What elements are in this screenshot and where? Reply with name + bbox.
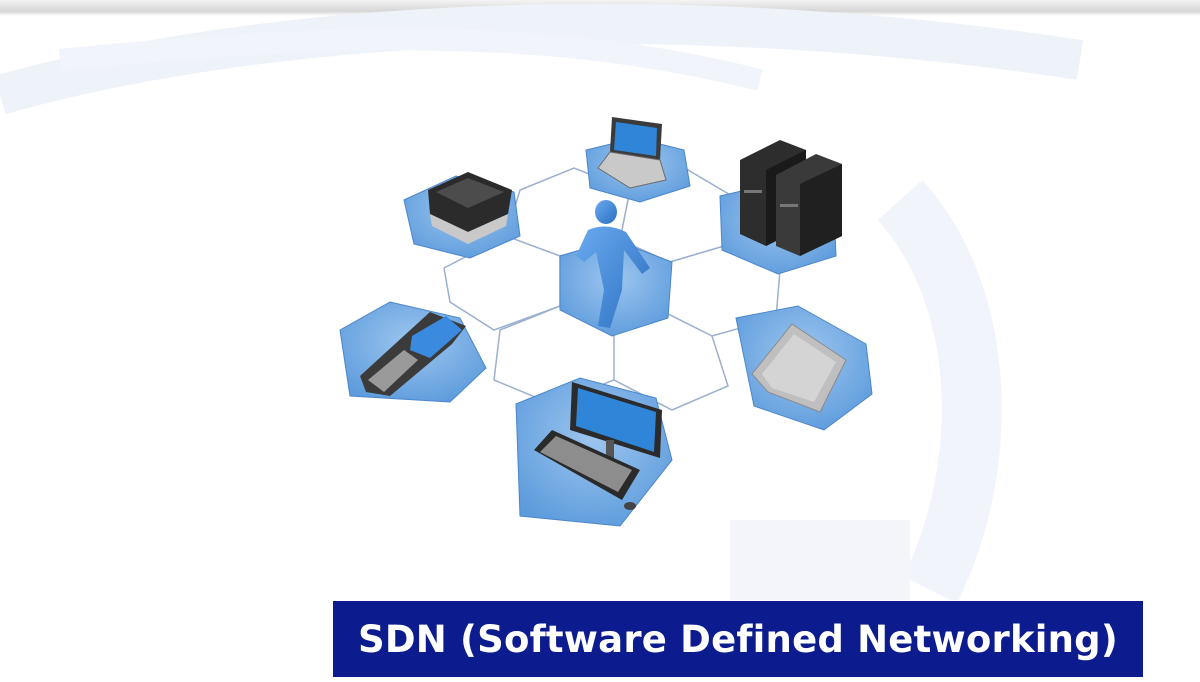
laptop-icon: [597, 117, 667, 189]
person-icon: [576, 200, 650, 328]
desktop-computer-icon: [534, 382, 662, 510]
server-tower-icon: [740, 140, 842, 256]
network-illustration: [339, 117, 873, 527]
printer-icon: [428, 172, 512, 244]
mobile-phone-icon: [360, 312, 466, 396]
background-watermark: [0, 3, 1084, 600]
tablet-icon: [751, 323, 847, 413]
slide-caption: SDN (Software Defined Networking): [333, 601, 1143, 677]
